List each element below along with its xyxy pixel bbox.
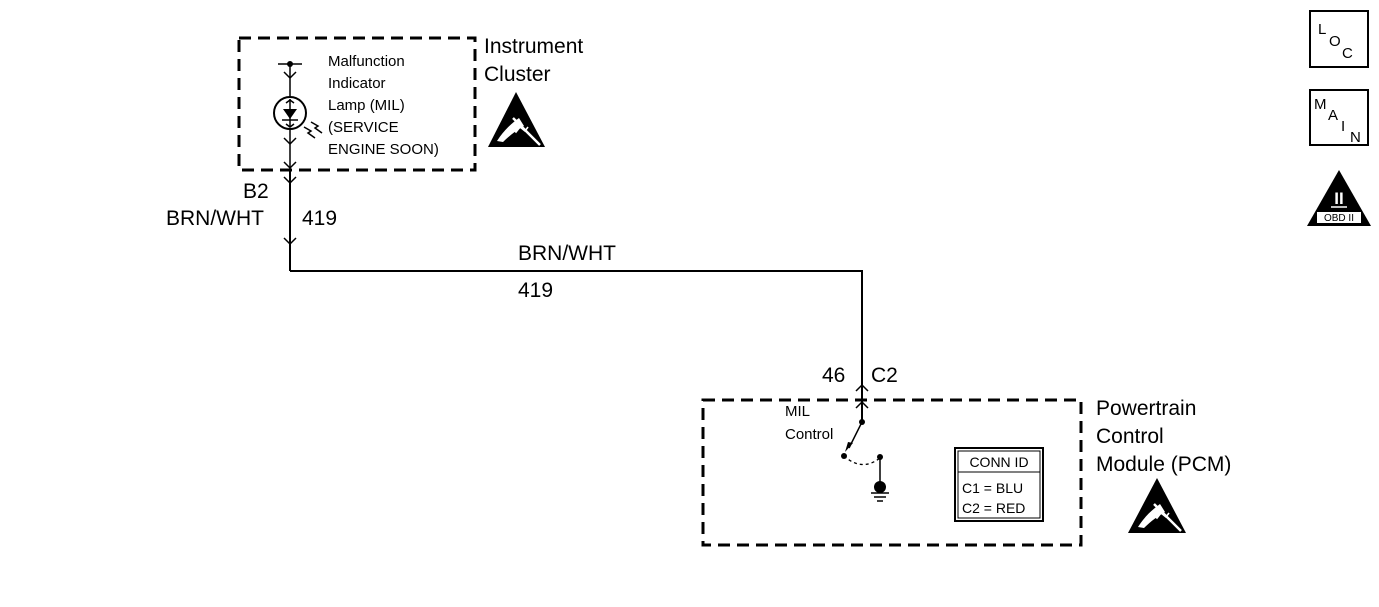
lamp-label-1: Malfunction <box>328 53 405 70</box>
lamp-label-2: Indicator <box>328 75 386 92</box>
cluster-connector: B2 BRN/WHT 419 <box>166 170 337 271</box>
pcm-pin-label: 46 <box>822 364 845 387</box>
main-letter-a: A <box>1328 107 1338 124</box>
main-icon: M A I N <box>1309 89 1369 146</box>
pcm-label-3: Module (PCM) <box>1096 453 1231 476</box>
main-letter-m: M <box>1314 96 1327 113</box>
esd-warning-icon <box>488 92 545 147</box>
pcm-connector: 46 C2 <box>822 364 898 422</box>
conn-id-row-2: C2 = RED <box>962 500 1025 516</box>
obd-numeral: II <box>1334 189 1343 208</box>
lamp-label-3: Lamp (MIL) <box>328 97 405 114</box>
conn-id-row-1: C1 = BLU <box>962 480 1023 496</box>
switch-label-1: MIL <box>785 403 810 420</box>
loc-letter-c: C <box>1342 45 1353 62</box>
main-wire: BRN/WHT 419 <box>290 242 863 386</box>
instrument-cluster-label-1: Instrument <box>484 35 583 58</box>
pcm-label-2: Control <box>1096 425 1164 448</box>
switch-label-2: Control <box>785 426 833 443</box>
loc-letter-l: L <box>1318 21 1326 38</box>
loc-icon: L O C <box>1309 10 1369 68</box>
pcm-connector-label: C2 <box>871 364 898 387</box>
obd-text: OBD II <box>1324 213 1354 224</box>
cluster-wire-color: BRN/WHT <box>166 207 264 230</box>
pcm-box <box>701 398 1083 547</box>
mil-control-switch <box>841 419 883 487</box>
cluster-pin-label: B2 <box>243 180 269 203</box>
main-letter-i: I <box>1341 118 1345 135</box>
obd-ii-icon: II OBD II <box>1307 170 1371 226</box>
esd-warning-icon <box>1128 478 1186 533</box>
conn-id-title: CONN ID <box>969 454 1028 470</box>
lamp-label-5: ENGINE SOON) <box>328 141 439 158</box>
pcm-label-1: Powertrain <box>1096 397 1196 420</box>
main-wire-color: BRN/WHT <box>518 242 616 265</box>
conn-id-table: CONN ID C1 = BLU C2 = RED <box>954 447 1044 522</box>
ground-icon <box>871 481 889 502</box>
instrument-cluster-box <box>237 36 477 172</box>
pcm: Powertrain Control Module (PCM) MIL Cont… <box>701 397 1231 547</box>
main-letter-n: N <box>1350 129 1361 146</box>
mil-lamp-symbol <box>273 61 323 170</box>
instrument-cluster-label-2: Cluster <box>484 63 551 86</box>
lamp-label-4: (SERVICE <box>328 119 399 136</box>
loc-letter-o: O <box>1329 33 1341 50</box>
instrument-cluster: Instrument Cluster Malfunction Indicator… <box>237 35 583 172</box>
cluster-circuit-number: 419 <box>302 207 337 230</box>
main-wire-circuit: 419 <box>518 279 553 302</box>
